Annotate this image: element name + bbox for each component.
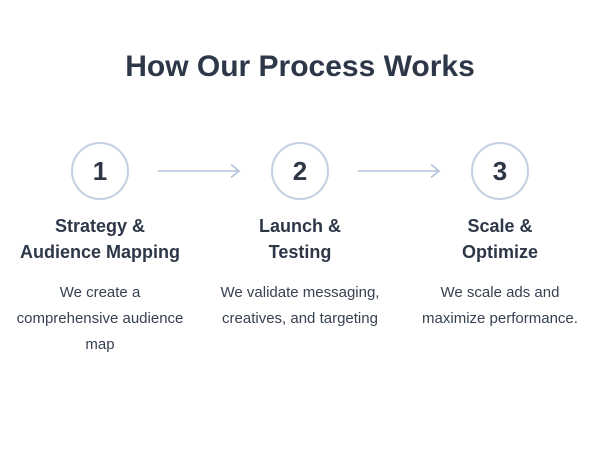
step-2-desc-line-2: creatives, and targeting <box>222 310 378 327</box>
step-2-number: 2 <box>292 155 308 186</box>
step-3-title-line-1: Scale & <box>467 216 533 236</box>
page-title: How Our Process Works <box>125 50 475 83</box>
step-2-title-line-1: Launch & <box>258 216 341 236</box>
step-3-number: 3 <box>492 155 508 186</box>
step-1-description: We create a comprehensive audience map <box>17 280 184 358</box>
step-3-circle: 3 <box>471 142 529 200</box>
step-1-desc-line-1: We create a <box>59 284 141 301</box>
step-3-title-line-2: Optimize <box>461 242 538 262</box>
arrow-head <box>230 163 241 179</box>
step-2-desc-line-1: We validate messaging, <box>220 284 380 301</box>
step-1-desc-line-3: map <box>85 336 115 353</box>
step-3-desc-line-1: We scale ads and <box>440 284 560 301</box>
step-3: 3 Scale & Optimize We scale ads and maxi… <box>400 142 600 358</box>
step-2-circle: 2 <box>271 142 329 200</box>
step-3-title: Scale & Optimize <box>462 213 538 265</box>
step-2-title-line-2: Testing <box>268 242 332 262</box>
step-1-title-line-1: Strategy & <box>54 216 145 236</box>
arrow-head <box>430 163 441 179</box>
step-1-circle: 1 <box>71 142 129 200</box>
arrow-right-icon <box>358 163 441 179</box>
step-3-description: We scale ads and maximize performance. <box>422 280 578 332</box>
arrow-right-icon <box>158 163 241 179</box>
step-1-title-line-2: Audience Mapping <box>19 242 180 262</box>
step-2-title: Launch & Testing <box>259 213 341 265</box>
step-1-desc-line-2: comprehensive audience <box>16 310 184 327</box>
step-1: 1 Strategy & Audience Mapping We create … <box>0 142 200 358</box>
step-2: 2 Launch & Testing We validate messaging… <box>200 142 400 358</box>
step-2-description: We validate messaging, creatives, and ta… <box>221 280 380 332</box>
step-3-desc-line-2: maximize performance. <box>422 310 578 327</box>
step-1-number: 1 <box>92 155 108 186</box>
step-1-title: Strategy & Audience Mapping <box>20 213 180 265</box>
process-diagram: 1 Strategy & Audience Mapping We create … <box>0 142 600 358</box>
